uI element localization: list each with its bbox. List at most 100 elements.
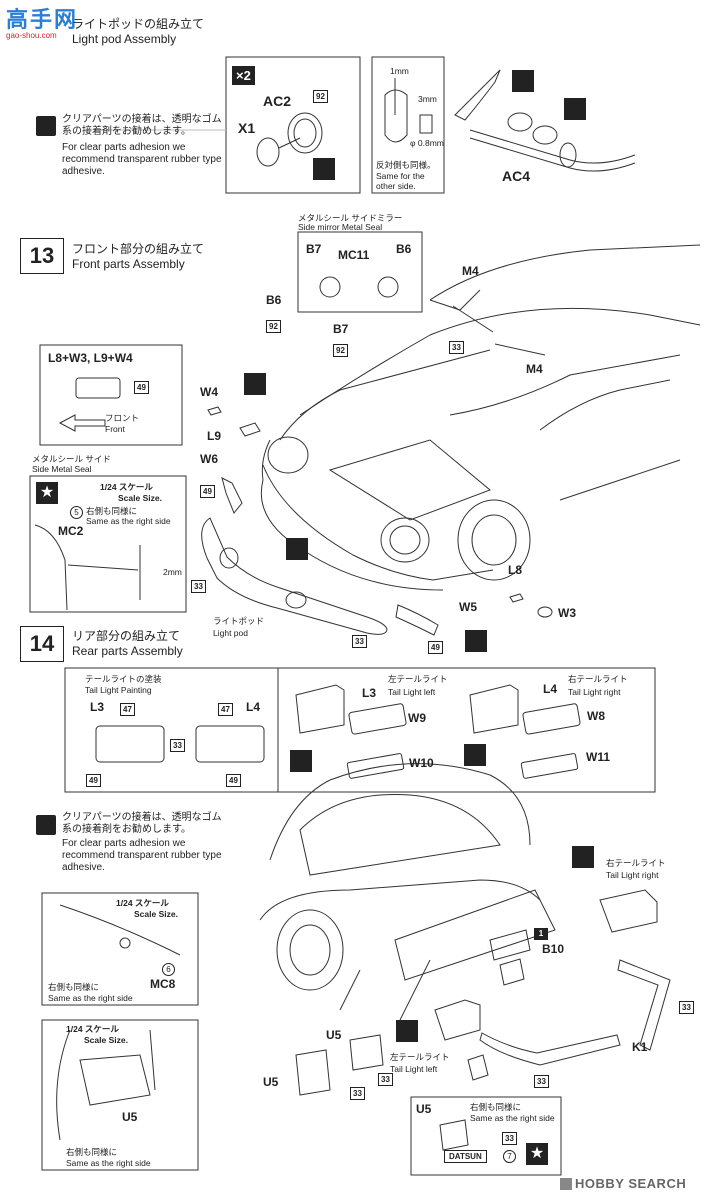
label-mc8: MC8 [150,977,176,991]
front-en: Front [105,424,125,434]
clear-part-icon [564,98,586,120]
label-m4-top: M4 [462,264,479,278]
label-u5-b: U5 [263,1075,279,1089]
same-right-en-u5: Same as the right side [66,1158,151,1168]
lightpod-jp: ライトポッド [213,616,265,626]
label-w5: W5 [459,600,477,614]
scale-en-u5: Scale Size. [84,1035,128,1045]
star-icon: ★ [526,1143,548,1165]
label-mc11: MC11 [338,248,370,262]
label-mc2: MC2 [58,524,84,538]
watermark-text: 高手网 [6,7,79,32]
circle-6: 6 [162,963,175,976]
step-number-14: 14 [20,626,64,662]
tail-paint-jp: テールライトの塗装 [85,674,162,684]
label-w3: W3 [558,606,576,620]
logo-text: HOBBY SEARCH [575,1176,687,1191]
step14-note-en: For clear parts adhesion we recommend tr… [62,838,222,873]
circle-7: 7 [503,1150,516,1163]
clear-part-icon [464,744,486,766]
num-33-k1: 33 [679,1001,694,1014]
num-33-u5a: 33 [378,1073,393,1086]
label-u5-scale: U5 [122,1110,138,1124]
num-33-bumper-rear: 33 [534,1075,549,1088]
watermark: 高手网 gao-shou.com [6,2,78,40]
same-right-jp-u5: 右側も同様に [66,1147,118,1157]
clear-part-icon [572,846,594,868]
label-w4: W4 [200,385,218,399]
clear-part-icon [465,630,487,652]
left-tail-jp: 左テールライト [388,674,448,684]
step13-title-jp: フロント部分の組み立て [72,242,205,256]
label-l4: L4 [543,682,558,696]
same-right-en-mc8: Same as the right side [48,993,133,1003]
num-49-l3: 49 [86,774,101,787]
num-33-bumper: 33 [191,580,206,593]
num-49-w6: 49 [200,485,215,498]
clear-part-icon [313,158,335,180]
dim-1mm: 1mm [390,66,409,76]
side-seal-en: Side Metal Seal [32,464,92,474]
num-49-l4: 49 [226,774,241,787]
side-seal-jp: メタルシール サイド [32,454,111,464]
num-33-pod: 33 [352,635,367,648]
right-tail-jp: 右テールライト [568,674,628,684]
hobbysearch-logo: HOBBY SEARCH [560,1176,686,1191]
label-l3-paint: L3 [90,700,105,714]
num-33-m4: 33 [449,341,464,354]
label-m4-bottom: M4 [526,362,543,376]
star-icon: ★ [36,482,58,504]
scale-jp-mc8: 1/24 スケール [116,898,169,908]
datsun-badge: DATSUN [444,1150,487,1163]
num-92-b7: 92 [333,344,348,357]
label-w10: W10 [409,756,434,770]
clear-part-icon [244,373,266,395]
same-right-side-en: Same as the right side [470,1113,555,1123]
same-right-jp-13: 右側も同様に [86,506,138,516]
label-b6-car: B6 [266,293,282,307]
label-b7: B7 [306,242,322,256]
num-33-u5b: 33 [350,1087,365,1100]
dim-2mm: 2mm [163,567,182,577]
left-tail2-jp: 左テールライト [390,1052,450,1062]
step12-note-en: For clear parts adhesion we recommend tr… [62,142,222,177]
step12-title-jp: ライトポッドの組み立て [72,17,205,31]
right-tail2-en: Tail Light right [606,870,659,880]
label-b7-car: B7 [333,322,349,336]
dim-3mm: 3mm [418,94,437,104]
l8w3-label: L8+W3, L9+W4 [48,351,133,365]
glue-icon [36,116,56,136]
clear-part-icon [290,750,312,772]
clear-part-icon [512,70,534,92]
left-tail2-en: Tail Light left [390,1064,438,1074]
opposite-en: Same for the other side. [376,171,425,191]
step14-title-en: Rear parts Assembly [72,644,183,658]
num-47-l3: 47 [120,703,135,716]
part-x1: X1 [238,120,256,136]
num-49-box: 49 [134,381,149,394]
glue-icon [36,815,56,835]
scale-en-mc8: Scale Size. [134,909,178,919]
same-right-en-13: Same as the right side [86,516,171,526]
label-b10: B10 [542,942,565,956]
watermark-sub: gao-shou.com [6,31,57,40]
label-w11: W11 [586,750,611,764]
logo-mark-icon [560,1177,572,1190]
label-w8: W8 [587,709,605,723]
label-k1: K1 [632,1040,648,1054]
scale-jp-13: 1/24 スケール [100,482,153,492]
mirror-seal-en: Side mirror Metal Seal [298,222,383,232]
right-tail-en: Tail Light right [568,687,621,697]
num-47-l4: 47 [218,703,233,716]
label-u5-a: U5 [326,1028,342,1042]
label-l4-paint: L4 [246,700,261,714]
label-w6: W6 [200,452,218,466]
part-num-92: 92 [313,90,328,103]
step12-title-en: Light pod Assembly [72,32,177,46]
step-number-13: 13 [20,238,64,274]
right-tail2-jp: 右テールライト [606,858,666,868]
same-right-jp-mc8: 右側も同様に [48,982,100,992]
qty-badge: ×2 [232,66,255,85]
clear-part-icon [286,538,308,560]
